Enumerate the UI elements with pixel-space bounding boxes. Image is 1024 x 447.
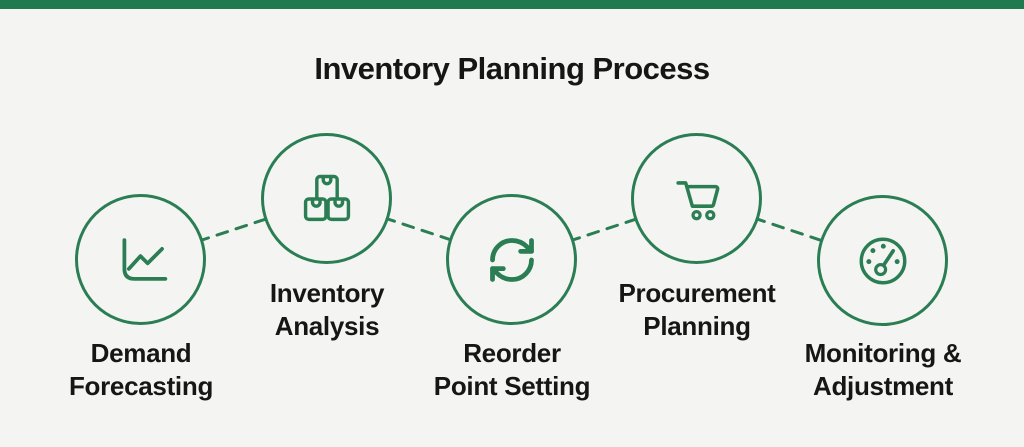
- step-label: Monitoring & Adjustment: [753, 337, 1013, 403]
- step-label-line: Inventory: [269, 278, 385, 308]
- gauge-icon: [859, 237, 906, 284]
- step-label-line: Point Setting: [433, 371, 591, 401]
- step-label-line: Analysis: [274, 311, 380, 341]
- refresh-icon: [489, 237, 534, 282]
- step-circle: [631, 133, 762, 264]
- step-label-line: Adjustment: [812, 371, 953, 401]
- step-label: Reorder Point Setting: [382, 337, 642, 403]
- step-label-line: Procurement: [618, 278, 776, 308]
- step-label: Procurement Planning: [567, 277, 827, 343]
- step-label-line: Forecasting: [68, 371, 214, 401]
- top-accent-bar: [0, 0, 1024, 9]
- cart-icon: [675, 180, 719, 220]
- page-title: Inventory Planning Process: [314, 51, 710, 86]
- step-label-line: Reorder: [463, 338, 561, 368]
- boxes-icon: [303, 174, 350, 221]
- step-label: Demand Forecasting: [11, 337, 271, 403]
- step-circle: [261, 133, 392, 264]
- step-label-line: Demand: [90, 338, 192, 368]
- step-label-line: Monitoring &: [804, 338, 962, 368]
- step-label: Inventory Analysis: [197, 277, 457, 343]
- step-circle: [75, 194, 206, 325]
- step-circle: [817, 195, 948, 326]
- step-label-line: Planning: [643, 311, 751, 341]
- step-circle: [446, 194, 577, 325]
- line-chart-icon: [122, 237, 167, 281]
